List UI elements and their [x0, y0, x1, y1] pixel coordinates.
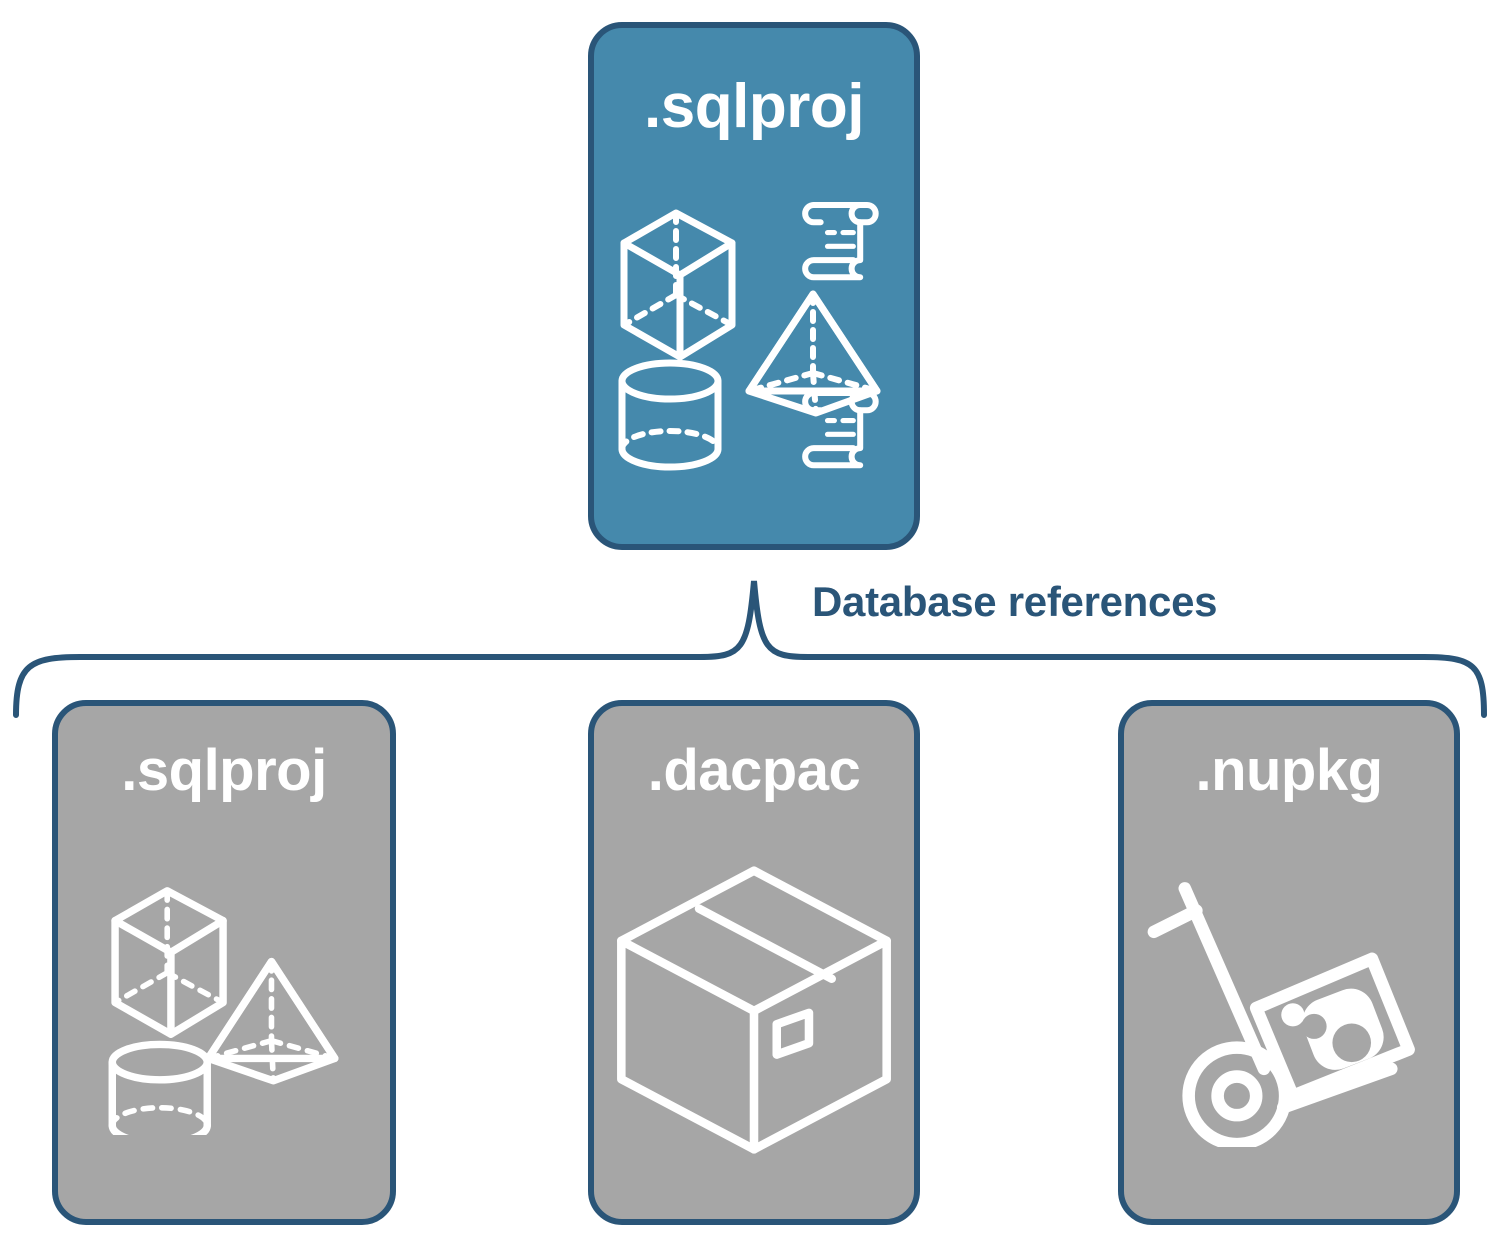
hand-truck-package-icon: [1147, 882, 1415, 1147]
card-sqlproj-reference[interactable]: .sqlproj: [52, 700, 396, 1225]
nuget-logo-dots: [1301, 1013, 1372, 1063]
cylinder-wireframe-icon: [108, 1040, 211, 1135]
connector-label-database-references: Database references: [812, 578, 1218, 625]
card-nupkg-reference[interactable]: .nupkg: [1118, 700, 1460, 1225]
scroll-script-icon: [802, 390, 879, 469]
icon-group-database-objects-ref: [58, 800, 390, 1219]
cube-wireframe-icon: [620, 209, 736, 361]
icon-group-package-box: [594, 800, 914, 1219]
card-dacpac-reference[interactable]: .dacpac: [588, 700, 920, 1225]
cardboard-box-icon: [617, 865, 891, 1154]
icon-group-hand-truck: [1124, 800, 1454, 1219]
card-title-nupkg: .nupkg: [1195, 738, 1383, 803]
icon-group-database-objects: [594, 138, 914, 544]
scroll-script-icon: [802, 202, 879, 281]
card-title-sqlproj-parent: .sqlproj: [644, 72, 864, 141]
pyramid-wireframe-icon: [204, 957, 339, 1084]
card-sqlproj-parent[interactable]: .sqlproj: [588, 22, 920, 550]
sqlproj-objects-illustration: [108, 886, 339, 1135]
sqlproj-objects-illustration: [618, 202, 881, 471]
cube-wireframe-icon: [111, 886, 227, 1038]
cylinder-wireframe-icon: [618, 359, 722, 471]
card-title-sqlproj-reference: .sqlproj: [121, 738, 327, 803]
card-title-dacpac: .dacpac: [647, 738, 861, 803]
